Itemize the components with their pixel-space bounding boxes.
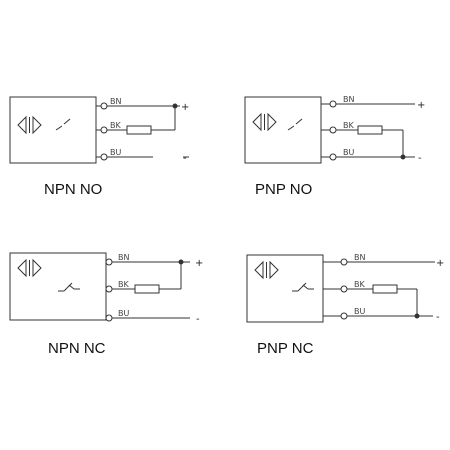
load-resistor xyxy=(357,125,383,135)
diagram-npn-nc xyxy=(9,252,190,322)
terminal-bn xyxy=(100,102,108,110)
polarity-minus: - xyxy=(436,312,440,323)
junction-dot xyxy=(178,259,184,265)
label-bu: BU xyxy=(354,307,365,316)
terminal-bk xyxy=(105,285,113,293)
terminal-bu xyxy=(100,153,108,161)
polarity-minus: - xyxy=(196,314,200,325)
diagram-pnp-no xyxy=(244,96,415,164)
polarity-plus: + xyxy=(436,258,444,269)
sensor-symbol-icon xyxy=(17,115,42,135)
caption-npn-nc: NPN NC xyxy=(48,340,106,357)
polarity-minus: - xyxy=(418,153,422,164)
label-bn: BN xyxy=(110,97,121,106)
diagram-pnp-nc xyxy=(246,254,435,323)
switch-nc-icon xyxy=(292,282,314,292)
label-bn: BN xyxy=(354,253,365,262)
terminal-bk xyxy=(329,126,337,134)
switch-no-icon xyxy=(55,118,71,131)
label-bk: BK xyxy=(118,280,129,289)
terminal-bn xyxy=(329,100,337,108)
load-resistor xyxy=(372,284,398,294)
sensor-symbol-icon xyxy=(252,112,277,132)
caption-pnp-nc: PNP NC xyxy=(257,340,314,357)
caption-pnp-no: PNP NO xyxy=(255,181,312,198)
polarity-plus: + xyxy=(195,258,203,269)
label-bk: BK xyxy=(110,121,121,130)
terminal-bu xyxy=(329,153,337,161)
terminal-bn xyxy=(105,258,113,266)
junction-dot xyxy=(414,313,420,319)
switch-no-icon xyxy=(287,118,303,131)
terminal-bk xyxy=(340,285,348,293)
junction-dot xyxy=(400,154,406,160)
label-bn: BN xyxy=(118,253,129,262)
load-resistor xyxy=(134,284,160,294)
label-bu: BU xyxy=(343,148,354,157)
terminal-bk xyxy=(100,126,108,134)
sensor-body xyxy=(9,252,107,321)
terminal-bu xyxy=(105,314,113,322)
sensor-symbol-icon xyxy=(17,258,42,278)
label-bk: BK xyxy=(343,121,354,130)
polarity-plus: + xyxy=(417,100,425,111)
label-bn: BN xyxy=(343,95,354,104)
polarity-plus: + xyxy=(181,102,189,113)
label-bu: BU xyxy=(110,148,121,157)
diagram-npn-no xyxy=(9,96,190,164)
load-resistor xyxy=(126,125,152,135)
caption-npn-no: NPN NO xyxy=(44,181,102,198)
sensor-symbol-icon xyxy=(254,260,279,280)
label-bk: BK xyxy=(354,280,365,289)
sensor-body xyxy=(244,96,322,164)
polarity-minus: - xyxy=(183,153,187,164)
terminal-bu xyxy=(340,312,348,320)
switch-nc-icon xyxy=(58,282,80,292)
label-bu: BU xyxy=(118,309,129,318)
terminal-bn xyxy=(340,258,348,266)
